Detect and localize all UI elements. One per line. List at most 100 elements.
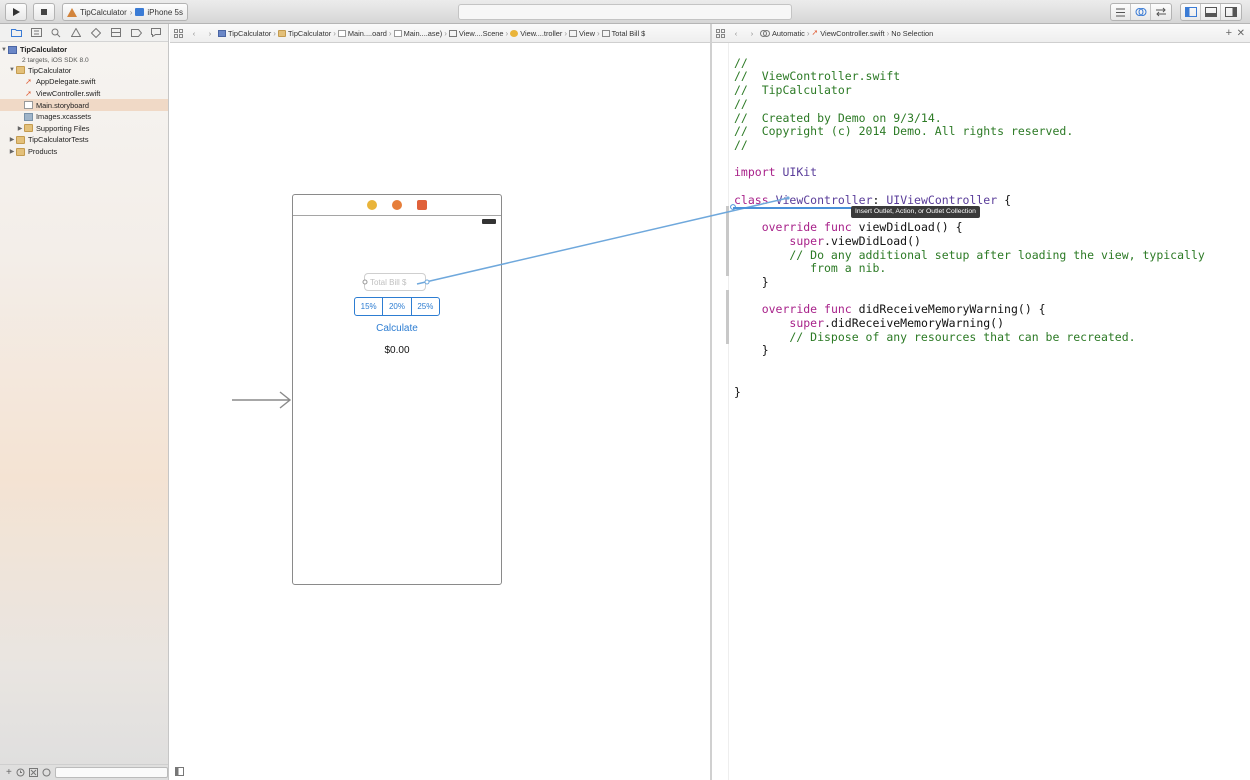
view-toggle-control [1180, 3, 1242, 21]
tree-item-products[interactable]: ▶ Products [0, 146, 168, 158]
arrows-icon [1156, 7, 1166, 17]
code-line: // ViewController.swift [734, 69, 901, 84]
editor-gutter [712, 43, 729, 780]
tree-item-viewcontroller[interactable]: ➚ ViewController.swift [0, 88, 168, 100]
tip-segmented-control[interactable]: 15% 20% 25% [354, 297, 440, 316]
document-outline-icon[interactable] [175, 767, 184, 776]
tree-item-tests[interactable]: ▶ TipCalculatorTests [0, 134, 168, 146]
assistant-icon [760, 29, 770, 37]
source-editor[interactable] [712, 43, 1250, 780]
chevron-right-icon: › [388, 28, 392, 38]
segment-15[interactable]: 15% [355, 298, 384, 315]
toggle-navigator-button[interactable] [1181, 4, 1201, 20]
disclosure-right-icon[interactable]: ▶ [9, 137, 15, 144]
add-editor-icon[interactable]: + [1225, 27, 1232, 39]
breadcrumb-item[interactable]: TipCalculator [218, 29, 271, 38]
breadcrumb-item[interactable]: Total Bill $ [601, 29, 645, 38]
calculate-button[interactable]: Calculate [376, 323, 418, 334]
code-line: // [734, 55, 748, 70]
add-icon[interactable]: + [6, 767, 12, 778]
code-fold-bar[interactable] [726, 290, 729, 344]
breadcrumb-item[interactable]: View....troller [510, 29, 562, 38]
disclosure-right-icon[interactable]: ▶ [9, 149, 15, 156]
scm-filter-icon[interactable] [28, 768, 38, 777]
toggle-debug-button[interactable] [1201, 4, 1221, 20]
standard-editor-button[interactable] [1111, 4, 1131, 20]
close-editor-icon[interactable]: ✕ [1236, 27, 1245, 39]
breadcrumb-item[interactable]: View....Scene [448, 29, 504, 38]
back-arrow-icon[interactable]: ‹ [734, 28, 738, 38]
breadcrumb-item[interactable]: Main....ase) [393, 29, 442, 38]
code-line: // TipCalculator [734, 83, 852, 98]
filter-icon[interactable] [42, 768, 51, 777]
segment-20[interactable]: 20% [383, 298, 412, 315]
related-items-icon[interactable] [173, 28, 183, 38]
log-icon[interactable] [150, 27, 162, 39]
insertion-indicator [733, 207, 851, 209]
toggle-utilities-button[interactable] [1221, 4, 1241, 20]
code-view[interactable]: //// ViewController.swift// TipCalculato… [734, 43, 1205, 427]
scene-dock [293, 195, 501, 216]
code-line: } [734, 343, 769, 358]
swift-file-icon: ➚ [25, 88, 32, 98]
tree-item-main-storyboard[interactable]: Main.storyboard [0, 99, 168, 111]
breadcrumb-item[interactable]: No Selection [891, 28, 934, 38]
test-icon[interactable] [90, 27, 102, 39]
chevron-right-icon: › [129, 7, 133, 17]
run-button[interactable] [5, 3, 27, 21]
forward-arrow-icon[interactable]: › [208, 28, 212, 38]
code-fold-bar[interactable] [726, 206, 729, 276]
view-controller-scene[interactable] [292, 194, 502, 585]
folder-icon[interactable] [10, 27, 22, 39]
total-bill-textfield[interactable]: Total Bill $ [364, 273, 426, 291]
segment-25[interactable]: 25% [417, 302, 434, 311]
assistant-editor-button[interactable] [1131, 4, 1151, 20]
version-editor-button[interactable] [1151, 4, 1171, 20]
filter-input[interactable] [54, 767, 168, 778]
disclosure-down-icon[interactable]: ▼ [9, 67, 15, 74]
debug-icon[interactable] [110, 27, 122, 39]
tree-item-group[interactable]: ▼ TipCalculator [0, 65, 168, 77]
disclosure-down-icon[interactable]: ▼ [1, 46, 7, 53]
tree-item-supporting[interactable]: ▶ Supporting Files [0, 123, 168, 135]
asset-catalog-icon [24, 112, 33, 121]
code-line: ​ [734, 290, 1205, 304]
disclosure-right-icon[interactable]: ▶ [17, 125, 23, 132]
file-tree: ▼ TipCalculator 2 targets, iOS SDK 8.0 ▼… [0, 42, 168, 157]
view-icon [569, 29, 578, 37]
tree-item-appdelegate[interactable]: ➚ AppDelegate.swift [0, 76, 168, 88]
breakpoint-icon[interactable] [130, 27, 142, 39]
swift-file-icon: ➚ [25, 76, 32, 86]
project-icon [8, 45, 17, 54]
symbol-icon[interactable] [30, 27, 42, 39]
breadcrumb-item[interactable]: ➚ViewController.swift [811, 28, 885, 38]
project-icon [218, 29, 226, 37]
back-arrow-icon[interactable]: ‹ [192, 28, 196, 38]
tree-item-label: Main.storyboard [36, 100, 89, 110]
code-line: // Copyright (c) 2014 Demo. All rights r… [734, 124, 1074, 139]
breadcrumb-item[interactable]: View [569, 29, 595, 38]
forward-arrow-icon[interactable]: › [750, 28, 754, 38]
search-icon[interactable] [50, 27, 62, 39]
breadcrumb-item[interactable]: TipCalculator [277, 29, 331, 38]
view-controller-icon[interactable] [367, 200, 377, 210]
tree-item-images[interactable]: Images.xcassets [0, 111, 168, 123]
code-line: import UIKit [734, 165, 818, 180]
textfield-icon [601, 29, 610, 37]
related-items-icon[interactable] [715, 28, 725, 38]
tree-item-label: Images.xcassets [36, 112, 92, 122]
scheme-device-label: iPhone 5s [147, 7, 183, 17]
exit-icon[interactable] [417, 200, 427, 210]
warning-icon[interactable] [70, 27, 82, 39]
assistant-mode-selector[interactable]: Automatic [760, 29, 805, 38]
scheme-selector[interactable]: TipCalculator › iPhone 5s [62, 3, 188, 21]
clock-icon[interactable] [16, 768, 25, 777]
tree-item-project[interactable]: ▼ TipCalculator [0, 44, 168, 56]
code-line: ​ [734, 153, 1205, 167]
stop-button[interactable] [33, 3, 55, 21]
editor-divider[interactable] [710, 24, 712, 780]
project-subtitle: 2 targets, iOS SDK 8.0 [22, 56, 89, 64]
chevron-right-icon: › [333, 28, 336, 38]
first-responder-icon[interactable] [392, 200, 402, 210]
breadcrumb-item[interactable]: Main....oard [337, 29, 387, 38]
